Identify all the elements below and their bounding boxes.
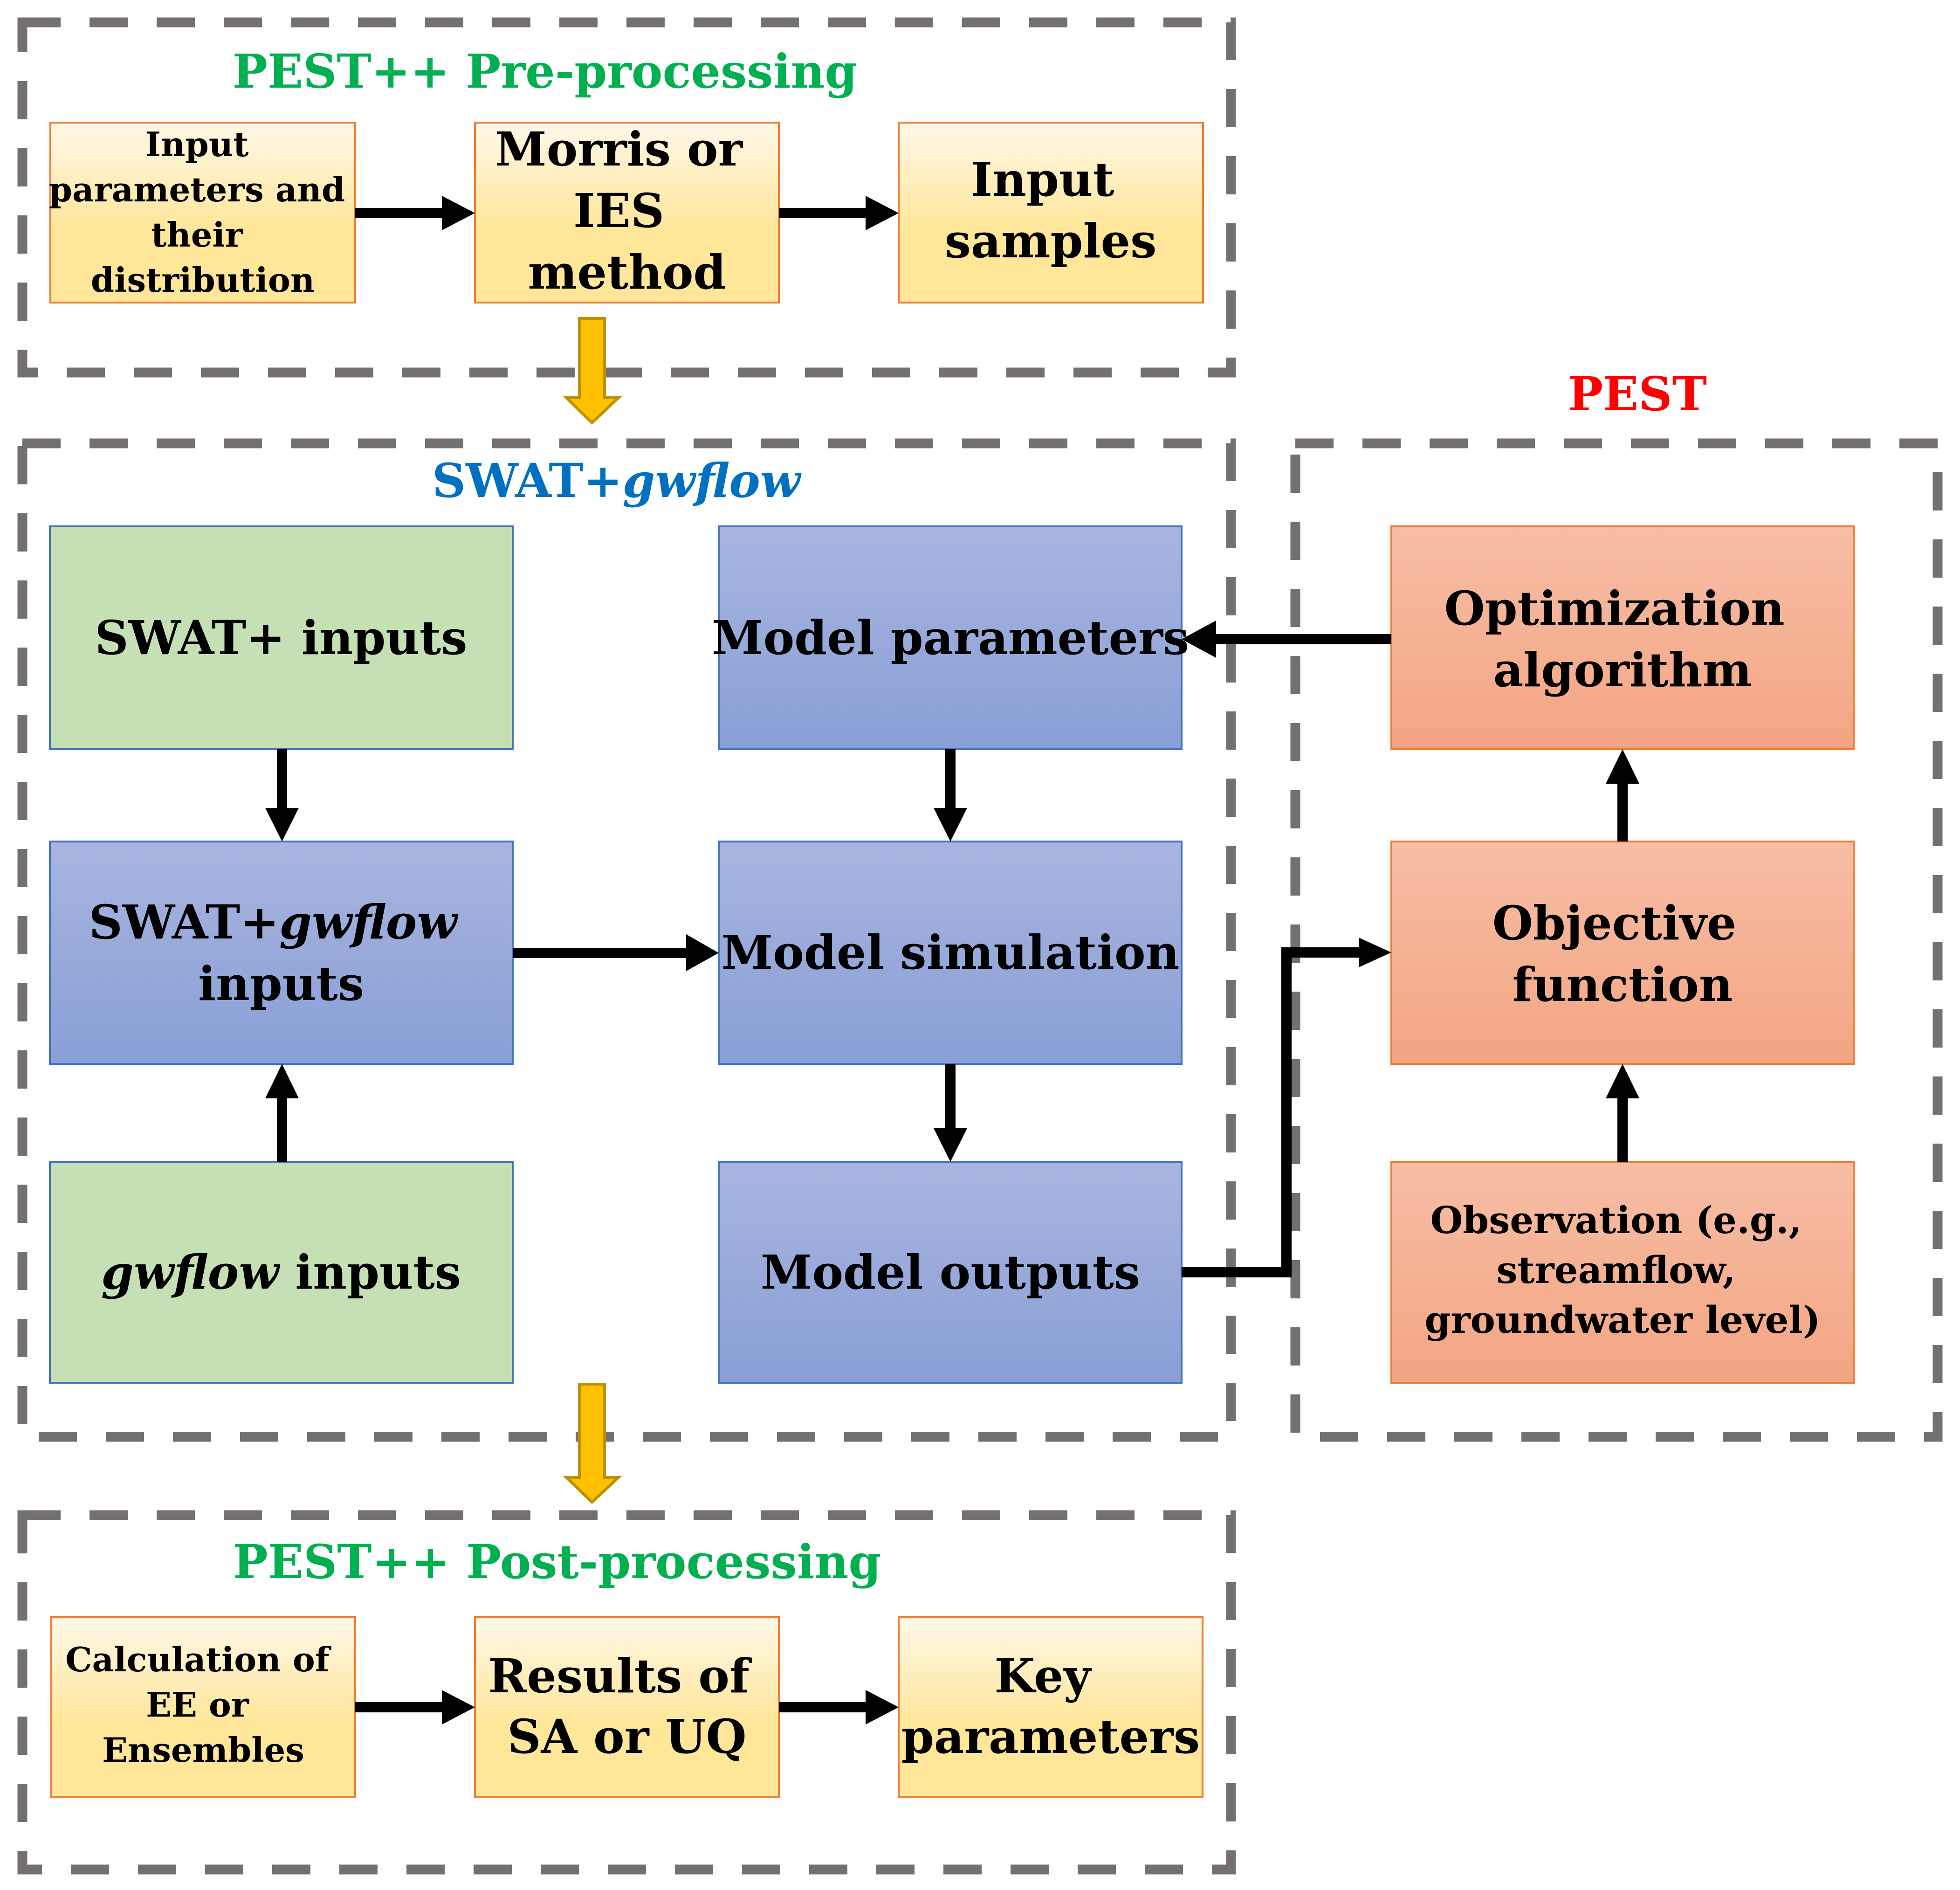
arrow-combined-to-simulation (513, 934, 719, 971)
post-box-2-line-2: SA or UQ (507, 1709, 746, 1764)
post-box-1-line-3: Ensembles (102, 1730, 304, 1770)
swat-gwflow-title: SWAT+gwflow (432, 453, 802, 508)
model-parameters-label: Model parameters (712, 610, 1189, 665)
svg-text:Optimization algorithm: Optimization algorithm (1444, 581, 1801, 697)
arrow-swat-inputs-down (265, 749, 299, 842)
pre-box-2-line-1: Morris or (495, 122, 743, 177)
optimization-line-2: algorithm (1493, 642, 1752, 697)
model-outputs-box: Model outputs (718, 1161, 1183, 1384)
pre-box-input-parameters: Input parameters and their distribution (49, 122, 357, 304)
swat-plus-inputs-box: SWAT+ inputs (49, 525, 514, 750)
post-box-3-line-1: Key (994, 1649, 1092, 1704)
post-processing-title: PEST++ Post-processing (233, 1534, 881, 1589)
pre-box-2-line-3: method (528, 245, 726, 300)
post-box-key-parameters: Key parameters (898, 1616, 1204, 1798)
optimization-algorithm-box: Optimization algorithm (1390, 525, 1855, 750)
pre-box-input-samples: Input samples (898, 122, 1204, 304)
svg-text:SWAT+gwflow inputs: SWAT+gwflow inputs (89, 895, 474, 1011)
gwflow-inputs-box: gwflow inputs (49, 1161, 514, 1384)
pest-title: PEST (1568, 366, 1707, 421)
observation-line-2: streamflow, (1496, 1248, 1735, 1292)
arrow-outputs-to-objective (1182, 938, 1391, 1277)
flow-arrow-pre-to-swat (563, 317, 622, 425)
pre-box-method: Morris or IES method (474, 122, 780, 304)
observation-box: Observation (e.g., streamflow, groundwat… (1390, 1161, 1855, 1384)
arrow-observation-to-objective (1606, 1064, 1639, 1162)
arrow-simulation-to-outputs (934, 1064, 967, 1162)
pre-processing-group (17, 17, 1236, 378)
model-outputs-label: Model outputs (761, 1245, 1140, 1300)
swat-gwflow-inputs-box: SWAT+gwflow inputs (49, 841, 514, 1065)
gwflow-inputs-italic: gwflow (101, 1245, 280, 1300)
post-box-results: Results of SA or UQ (474, 1616, 780, 1798)
swat-gwflow-group (17, 438, 1236, 1442)
combined-inputs-main: SWAT+ (89, 895, 279, 950)
combined-inputs-line-2: inputs (198, 956, 364, 1011)
pre-box-1-line-2: parameters and (49, 170, 345, 209)
swat-title-italic: gwflow (622, 453, 801, 508)
combined-inputs-line-1: SWAT+gwflow (89, 895, 459, 950)
arrow-gwflow-inputs-up (265, 1064, 299, 1162)
pre-box-1-line-1: Input (145, 124, 248, 164)
post-box-1-line-2: EE or (146, 1685, 249, 1724)
post-box-calculation: Calculation of EE or Ensembles (50, 1616, 356, 1798)
model-parameters-box: Model parameters (712, 525, 1189, 750)
post-box-3-line-2: parameters (901, 1709, 1200, 1764)
pre-box-1-line-3: their (151, 215, 243, 255)
svg-text:Input parameters and: Input parameters and their distribution (49, 124, 357, 300)
svg-text:Results of SA or UQ: Results of SA or UQ (488, 1649, 766, 1764)
combined-inputs-italic: gwflow (279, 895, 458, 950)
pre-processing-title: PEST++ Pre-processing (233, 44, 857, 99)
flow-arrow-swat-to-post (563, 1383, 622, 1504)
objective-function-box: Objective function (1390, 841, 1855, 1065)
pre-box-2-line-2: IES (573, 183, 664, 238)
arrow-parameters-to-simulation (934, 749, 967, 842)
svg-text:Morris or IES meth: Morris or IES method (495, 122, 759, 300)
objective-line-2: function (1513, 957, 1733, 1012)
svg-text:Input samples: Input samples (945, 152, 1157, 269)
svg-text:Key parameters: Key parameters (901, 1649, 1200, 1764)
arrow-optimization-to-parameters (1182, 621, 1391, 658)
svg-text:Observation (e.g., strea: Observation (e.g., streamflow, groundwat… (1424, 1198, 1820, 1342)
observation-line-3: groundwater level) (1424, 1298, 1820, 1342)
swat-title-main: SWAT+ (432, 453, 622, 508)
arrow-post-2-to-3 (779, 1690, 899, 1724)
post-box-2-line-1: Results of (488, 1649, 752, 1704)
gwflow-inputs-label: gwflow inputs (101, 1245, 461, 1300)
arrow-post-1-to-2 (355, 1690, 475, 1724)
pre-box-3-line-1: Input (970, 152, 1114, 207)
gwflow-inputs-main: inputs (279, 1245, 461, 1300)
observation-line-1: Observation (e.g., (1430, 1198, 1802, 1242)
arrow-pre-1-to-2 (355, 196, 475, 230)
model-simulation-label: Model simulation (722, 925, 1180, 980)
pest-group (1290, 438, 1943, 1442)
model-simulation-box: Model simulation (718, 841, 1183, 1065)
pre-box-1-line-4: distribution (91, 260, 315, 300)
arrow-objective-to-optimization (1606, 749, 1639, 842)
pre-box-3-line-2: samples (945, 214, 1157, 269)
objective-line-1: Objective (1492, 896, 1737, 951)
post-processing-group (17, 1510, 1236, 1875)
svg-text:Calculation of EE or: Calculation of EE or Ensembles (65, 1640, 341, 1770)
swat-plus-inputs-label: SWAT+ inputs (95, 610, 467, 665)
arrow-pre-2-to-3 (779, 196, 899, 230)
optimization-line-1: Optimization (1444, 581, 1784, 636)
post-box-1-line-1: Calculation of (65, 1640, 331, 1679)
svg-text:Objective function: Objective function (1492, 896, 1753, 1012)
